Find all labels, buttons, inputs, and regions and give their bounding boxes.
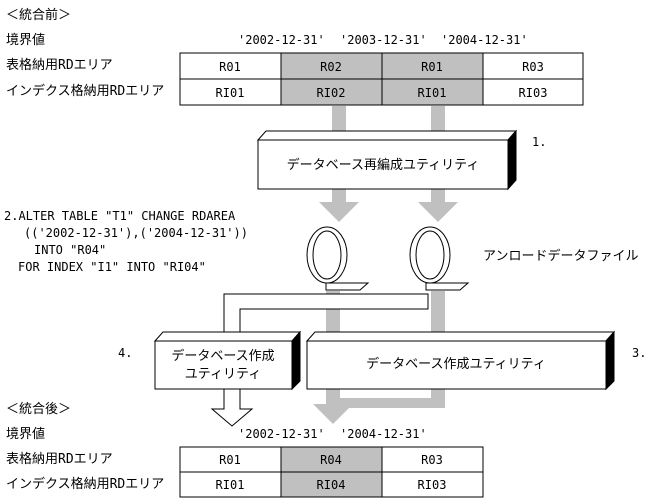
alter-table-line-1: 2.ALTER TABLE "T1" CHANGE RDAREA: [4, 209, 236, 223]
before-boundary-label: 境界値: [6, 32, 45, 48]
after-boundary-label: 境界値: [6, 426, 45, 442]
after-index-cell: RI01: [216, 478, 245, 492]
before-table-cell: R01: [219, 60, 241, 74]
before-table-cell: R03: [522, 60, 544, 74]
after-table-cell: R03: [421, 453, 443, 467]
after-index-cell: RI04: [317, 478, 346, 492]
after-table-cell: R01: [219, 453, 241, 467]
alter-table-line-2: (('2002-12-31'),('2004-12-31')): [24, 226, 248, 240]
before-heading: ＜統合前＞: [6, 7, 71, 23]
before-boundary-2: '2003-12-31': [340, 33, 427, 47]
before-table-label: 表格納用RDエリア: [6, 57, 113, 73]
before-index-cell: RI01: [216, 86, 245, 100]
step-4-number: 4.: [118, 346, 132, 360]
after-heading: ＜統合後＞: [6, 402, 71, 417]
create-utility-box-small: データベース作成 ユティリティ: [153, 330, 302, 391]
reorganization-utility-label: データベース再編成ユティリティ: [287, 157, 480, 173]
unload-data-file-label: アンロードデータファイル: [483, 248, 638, 264]
after-index-cell: RI03: [418, 478, 447, 492]
before-rdarea-table: R01 R02 R01 R03 RI01 RI02 RI01 RI03: [179, 52, 584, 106]
step-1-number: 1.: [532, 135, 546, 149]
after-table-cell: R04: [320, 453, 342, 467]
create-utility-large-label: データベース作成ユティリティ: [366, 356, 546, 372]
step-3-number: 3.: [632, 346, 646, 360]
alter-table-line-3: INTO "R04": [34, 243, 106, 257]
create-utility-small-line-2: ユティリティ: [185, 367, 261, 382]
after-rdarea-table: R01 R04 R03 RI01 RI04 RI03: [179, 446, 484, 498]
reorganization-utility-box: データベース再編成ユティリティ: [256, 129, 518, 191]
before-table-cell: R02: [320, 60, 342, 74]
before-index-label: インデクス格納用RDエリア: [6, 83, 164, 99]
before-index-cell: RI03: [519, 86, 548, 100]
after-boundary-1: '2002-12-31': [238, 427, 325, 441]
before-index-cell: RI02: [317, 86, 346, 100]
alter-table-line-4: FOR INDEX "I1" INTO "RI04": [18, 260, 206, 274]
before-table-cell: R01: [421, 60, 443, 74]
before-boundary-3: '2004-12-31': [441, 33, 528, 47]
after-index-label: インデクス格納用RDエリア: [6, 476, 164, 492]
unload-file-reel-left: [306, 226, 370, 291]
before-boundary-1: '2002-12-31': [238, 33, 325, 47]
unload-file-reel-right: [409, 226, 470, 291]
create-utility-small-line-1: データベース作成: [171, 348, 274, 364]
after-table-label: 表格納用RDエリア: [6, 451, 113, 467]
after-boundary-2: '2004-12-31': [340, 427, 427, 441]
before-index-cell: RI01: [418, 86, 447, 100]
create-utility-box-large: データベース作成ユティリティ: [305, 330, 616, 391]
